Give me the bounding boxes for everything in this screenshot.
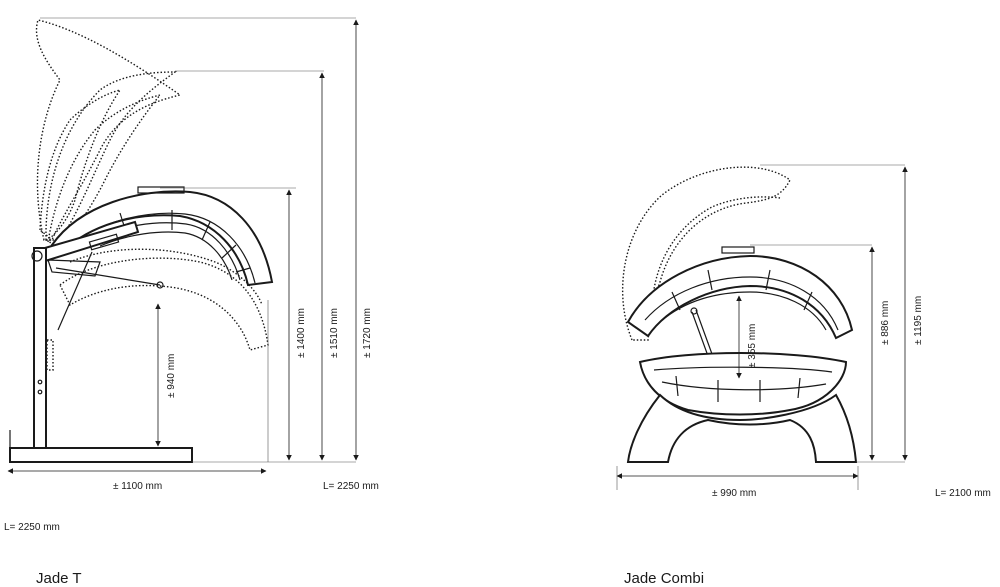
arm-grip	[88, 233, 120, 251]
product-name-jade-combi: Jade Combi	[624, 570, 704, 587]
dim-label-940: ± 940 mm	[166, 354, 177, 398]
combi-upper-inner	[644, 276, 839, 331]
jade-combi-drawing: ± 1195 mm ± 886 mm ± 355 mm ± 990 mm L= …	[616, 164, 991, 587]
length-label-side: L= 2250 mm	[323, 481, 379, 492]
length-label: L= 2250 mm	[4, 522, 60, 533]
combi-dim-label-355: ± 355 mm	[747, 324, 758, 368]
stand-base	[9, 447, 193, 463]
combi-upper-lamp	[659, 291, 827, 331]
canopy-outline-open-low	[47, 93, 162, 246]
combi-strut-pivot	[690, 307, 698, 315]
combi-upper-canopy	[626, 254, 854, 340]
strut-pivot	[156, 281, 164, 289]
combi-top-panel	[721, 246, 755, 254]
combi-canopy-outline-open	[621, 166, 791, 341]
canopy-outline-open-high	[35, 19, 182, 241]
dim-label-1720: ± 1720 mm	[362, 308, 373, 358]
dim-label-1400: ± 1400 mm	[296, 308, 307, 358]
canopy-outline-open-mid	[45, 71, 178, 241]
gas-strut	[57, 251, 93, 331]
combi-dim-label-1195: ± 1195 mm	[913, 296, 924, 345]
gas-strut-2	[55, 267, 161, 286]
combi-lower-ribs	[675, 375, 801, 402]
canopy-inner-shell	[69, 212, 256, 284]
combi-dim-label-886: ± 886 mm	[880, 301, 891, 345]
combi-base	[626, 393, 858, 463]
canopy-outline-lowered-2	[69, 248, 263, 306]
dim-label-1100: ± 1100 mm	[113, 481, 162, 492]
column-dotted-detail	[46, 339, 54, 371]
canopy-shell	[50, 190, 274, 287]
column-holes	[37, 379, 43, 395]
combi-dim-label-990: ± 990 mm	[712, 488, 756, 499]
stand-column	[33, 247, 47, 449]
combi-lower-lamp	[661, 381, 827, 391]
arm-brace	[47, 259, 101, 277]
pivot-joint	[31, 250, 43, 262]
jade-t-drawing: ± 1720 mm ± 1510 mm ± 1400 mm ± 940 mm ±…	[4, 17, 379, 587]
product-name-jade-t: Jade T	[36, 570, 82, 587]
combi-upper-ribs	[671, 269, 813, 311]
combi-canopy-outline-open-2	[651, 196, 781, 321]
combi-lower-inner	[653, 366, 833, 373]
canopy-lamp-line-2	[99, 231, 233, 281]
combi-length-label: L= 2100 mm	[935, 488, 991, 499]
dim-label-1510: ± 1510 mm	[329, 308, 340, 358]
canopy-top-panel	[137, 186, 185, 194]
